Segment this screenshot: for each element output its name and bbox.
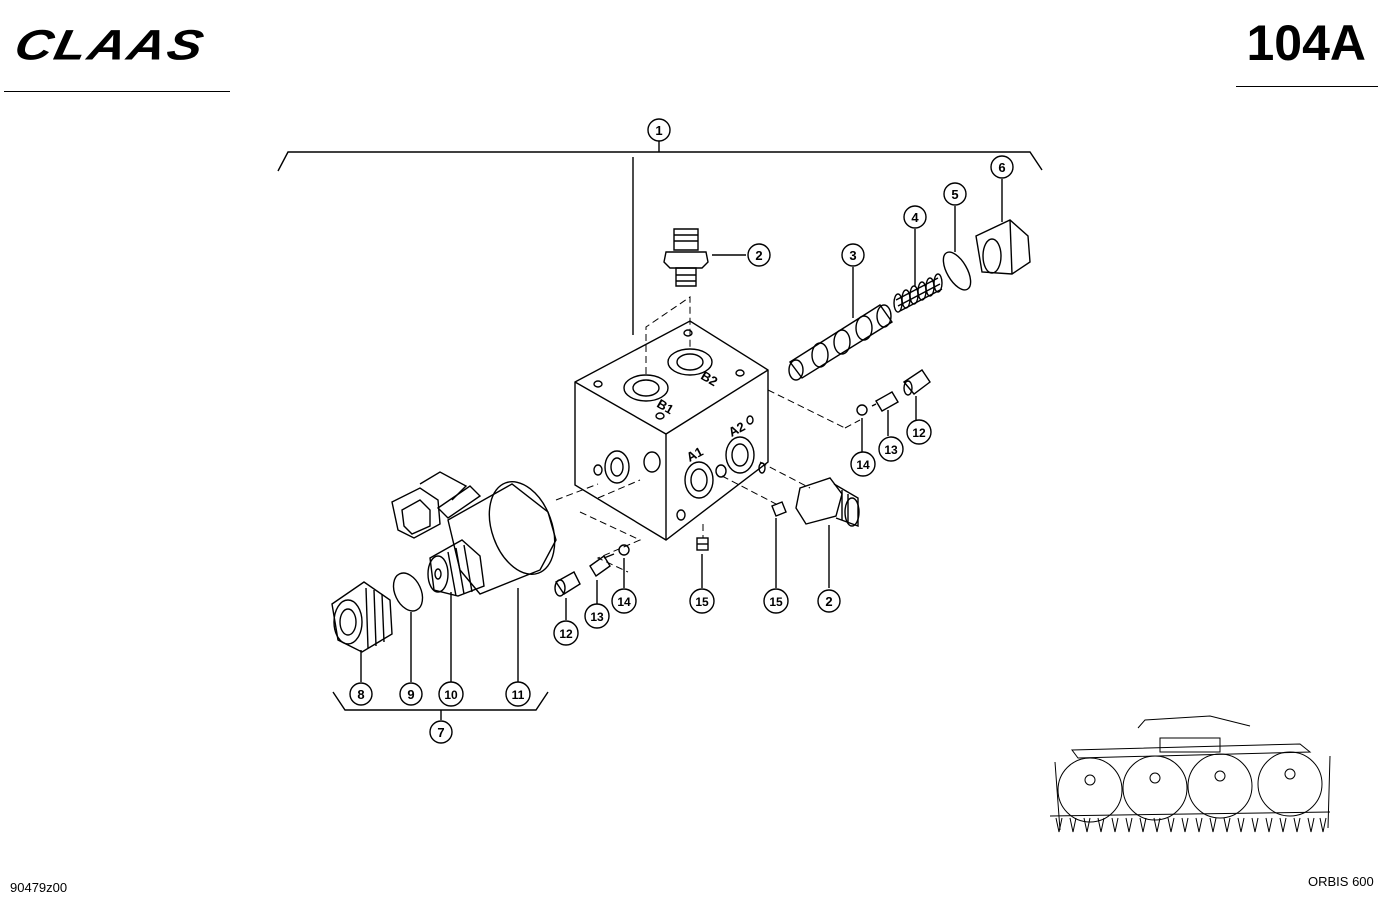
plug-group-left: [554, 544, 630, 597]
callout-4-label: 4: [911, 210, 919, 225]
threaded-stem-10: [427, 539, 485, 597]
callout-13-left-label: 13: [590, 610, 604, 624]
port-label-a1: A1: [684, 444, 706, 465]
callout-10-label: 10: [444, 688, 458, 702]
callout-12-left-label: 12: [559, 627, 573, 641]
callout-1: 1: [647, 118, 671, 142]
callout-13-left: 13: [584, 603, 610, 629]
callout-3: 3: [841, 243, 865, 267]
callout-6-label: 6: [998, 160, 1005, 175]
callout-10: 10: [438, 681, 464, 707]
callout-12-right-label: 12: [912, 426, 926, 440]
callout-13-right: 13: [878, 436, 904, 462]
assembly-1-bracket: [277, 151, 1043, 172]
callout-11: 11: [505, 681, 531, 707]
callout-13-right-label: 13: [884, 443, 898, 457]
port-label-a2: A2: [726, 419, 748, 440]
callout-9: 9: [399, 682, 423, 706]
callout-14-right-label: 14: [856, 458, 870, 472]
o-ring-5: [942, 251, 972, 291]
callout-6: 6: [990, 155, 1014, 179]
callout-9-label: 9: [407, 687, 414, 702]
callout-7-label: 7: [437, 725, 444, 740]
port-label-b2: B2: [698, 368, 720, 389]
callout-2-lower-label: 2: [825, 594, 832, 609]
callout-14-left: 14: [611, 588, 637, 614]
page-number-underline: [1236, 86, 1378, 87]
port-label-b1: B1: [654, 396, 676, 417]
callout-15-center: 15: [689, 588, 715, 614]
callout-4: 4: [903, 205, 927, 229]
fitting-2-upper: [663, 228, 709, 287]
logo-underline: [4, 91, 230, 92]
machine-thumbnail: [1049, 715, 1331, 833]
callout-1-label: 1: [655, 123, 662, 138]
plug-group-right: [856, 369, 931, 416]
pin-15-center: [696, 537, 709, 551]
knurled-nut-8: [331, 581, 393, 653]
callout-15-center-label: 15: [695, 595, 709, 609]
pin-15-right: [771, 501, 787, 517]
fitting-2-lower: [795, 477, 860, 527]
callout-8-label: 8: [357, 687, 364, 702]
callout-2-lower: 2: [817, 589, 841, 613]
spool-3: [788, 304, 893, 381]
callout-5-label: 5: [951, 187, 958, 202]
callout-5: 5: [943, 182, 967, 206]
callout-14-right: 14: [850, 451, 876, 477]
callout-7: 7: [429, 720, 453, 744]
callout-14-left-label: 14: [617, 595, 631, 609]
solenoid-coil-11: [391, 471, 557, 595]
callout-11-label: 11: [512, 688, 525, 702]
callout-15-right: 15: [763, 588, 789, 614]
cap-nut-6: [975, 219, 1031, 275]
page-number: 104A: [1246, 15, 1366, 71]
callout-12-left: 12: [553, 620, 579, 646]
o-ring-9: [392, 572, 424, 612]
model-name: ORBIS 600: [1308, 874, 1374, 889]
drawing-number: 90479z00: [10, 880, 68, 895]
callout-2-upper-label: 2: [755, 248, 762, 263]
callout-2-upper: 2: [747, 243, 771, 267]
callout-15-right-label: 15: [769, 595, 783, 609]
callout-12-right: 12: [906, 419, 932, 445]
callout-3-label: 3: [849, 248, 856, 263]
callout-8: 8: [349, 682, 373, 706]
spring-4: [893, 273, 943, 313]
